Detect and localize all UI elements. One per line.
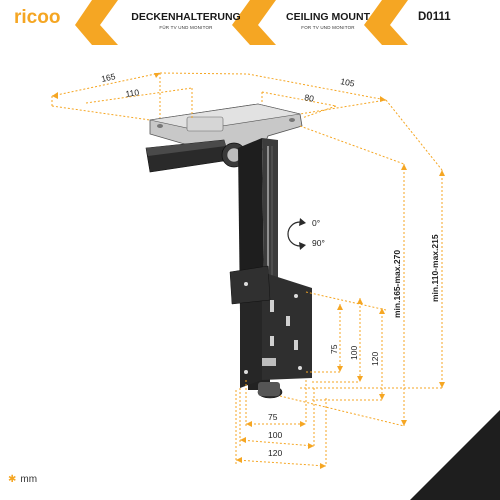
vesa-hole	[244, 370, 248, 374]
header-chevron-left	[75, 0, 118, 45]
arrow-head	[357, 376, 363, 382]
arrow-head	[52, 92, 58, 99]
screw-hole-left	[157, 124, 163, 128]
lower-knob	[258, 382, 280, 396]
arrow-head	[308, 443, 314, 449]
arrow-head	[337, 366, 343, 372]
outer-column-side	[262, 138, 278, 300]
model-number: D0111	[418, 11, 451, 23]
dim-line-165	[51, 72, 161, 97]
subtitle-german: FÜR TV UND MONITOR	[159, 25, 213, 30]
arrow-head	[337, 304, 343, 310]
dim-label-105: 105	[340, 76, 356, 89]
arrow-head	[320, 463, 326, 469]
brand-logo: ricoo	[14, 7, 61, 28]
vesa-slot	[286, 316, 290, 326]
dimension-arrows	[52, 73, 445, 469]
corner-triangle	[410, 410, 500, 500]
dim-label-height-outer: min.110-max.215	[430, 234, 440, 302]
vesa-hole	[294, 294, 298, 298]
vesa-slot	[294, 340, 298, 350]
rotation-arrow-top	[299, 218, 306, 226]
dim-extension	[299, 125, 405, 165]
dim-extension	[51, 105, 151, 121]
arrow-head	[154, 73, 160, 78]
arrow-head	[379, 308, 385, 314]
rotation-indicator: 0° 90°	[287, 218, 325, 250]
dim-label-h100: 100	[268, 430, 282, 440]
swivel-arm-highlight	[146, 140, 226, 156]
arrow-head	[439, 382, 445, 388]
vesa-bracket-top	[229, 265, 271, 305]
header-bar: ricoo DECKENHALTERUNG FÜR TV UND MONITOR…	[0, 0, 500, 45]
dim-label-height-inner: min.165-max.270	[392, 250, 402, 318]
vesa-slot	[270, 300, 274, 312]
dim-line-h100	[239, 439, 315, 447]
arrow-head	[357, 298, 363, 304]
unit-legend: ✱mm	[8, 474, 37, 485]
dim-label-165: 165	[100, 71, 116, 84]
dim-label-v75: 75	[329, 344, 339, 354]
dim-extension	[385, 99, 443, 171]
rotation-label-0: 0°	[312, 218, 320, 228]
unit-label: mm	[20, 474, 38, 485]
arrow-head	[300, 421, 306, 427]
dotted-line-icon: ✱	[8, 474, 17, 485]
dim-extension	[305, 291, 387, 311]
arrow-head	[236, 457, 242, 463]
dim-line-80	[261, 91, 337, 107]
dim-line-105	[247, 73, 387, 101]
dim-extension	[299, 99, 387, 115]
arrow-head	[401, 420, 407, 426]
arrow-head	[240, 437, 246, 443]
dim-label-h120: 120	[268, 448, 282, 458]
header-decoration	[75, 0, 408, 45]
plate-slot	[186, 116, 224, 132]
arrow-head	[380, 96, 386, 102]
dim-label-h75: 75	[268, 412, 278, 422]
title-german: DECKENHALTERUNG	[131, 11, 241, 23]
dim-label-110: 110	[125, 87, 140, 99]
rotation-label-90: 90°	[312, 238, 325, 248]
title-english: CEILING MOUNT	[286, 11, 370, 23]
arrow-head	[439, 170, 445, 176]
header-chevron-right	[364, 0, 408, 45]
subtitle-english: FOR TV UND MONITOR	[301, 25, 355, 30]
screw-hole-right	[289, 118, 295, 122]
header-chevron-mid	[232, 0, 276, 45]
arrow-head	[401, 164, 407, 170]
vesa-hole	[244, 282, 248, 286]
rotation-arc	[287, 221, 301, 247]
rotation-arrow-bottom	[299, 242, 306, 250]
dim-tick	[301, 105, 337, 119]
dim-label-v120: 120	[370, 352, 380, 366]
dim-label-80: 80	[304, 92, 315, 104]
vesa-hole	[298, 366, 302, 370]
arrow-head	[246, 421, 252, 427]
vesa-slot	[270, 336, 274, 346]
dim-extension	[279, 395, 405, 427]
arrow-head	[379, 394, 385, 400]
dim-label-v100: 100	[349, 346, 359, 360]
dimension-lines	[51, 72, 443, 467]
ceiling-mount-illustration	[145, 103, 312, 399]
dim-extension	[159, 72, 249, 75]
vesa-label	[262, 358, 276, 366]
dim-line-h120	[235, 459, 327, 467]
dim-line-110	[85, 87, 193, 104]
